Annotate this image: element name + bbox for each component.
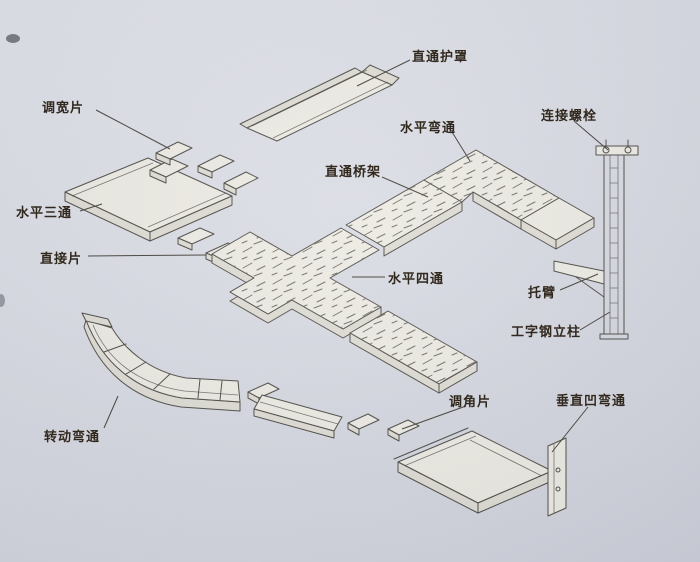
leader-lines — [79, 59, 611, 453]
leader-bracket-arm — [559, 273, 599, 291]
leader-connecting-bolt — [573, 120, 609, 151]
scan-smudge — [0, 294, 5, 307]
label-rotating-bend: 转动弯通 — [44, 430, 101, 445]
part-horizontal-cross — [211, 227, 382, 339]
leader-angle-adjust-piece — [401, 405, 467, 430]
leader-vertical-concave-bend — [551, 406, 589, 453]
leader-i-beam-column — [579, 311, 611, 331]
part-bracket-arm — [553, 260, 605, 298]
leader-straight-cover — [356, 59, 411, 87]
label-connector-piece: 直接片 — [40, 252, 83, 267]
label-width-adjust-piece: 调宽片 — [42, 101, 85, 116]
leader-connector-piece — [87, 254, 207, 257]
label-vertical-concave-bend: 垂直凹弯通 — [556, 394, 627, 409]
label-bracket-arm: 托臂 — [528, 286, 557, 301]
label-horizontal-bend: 水平弯通 — [400, 121, 457, 136]
part-connecting-bolt — [595, 139, 639, 156]
part-rotating-bend — [81, 312, 241, 412]
part-straight-cover — [239, 64, 400, 142]
part-lower-straight-tray — [349, 310, 478, 394]
label-horizontal-tee: 水平三通 — [16, 206, 73, 221]
label-horizontal-cross: 水平四通 — [388, 272, 445, 287]
part-chain-pieces — [247, 382, 420, 442]
part-straight-tray — [345, 179, 463, 257]
part-horizontal-bend — [423, 149, 560, 230]
part-bend-outlet — [520, 197, 595, 250]
scan-smudge — [6, 34, 20, 43]
label-i-beam-column: 工字钢立柱 — [511, 325, 582, 340]
leader-width-adjust-piece — [95, 109, 171, 150]
label-straight-cover: 直通护罩 — [412, 50, 469, 65]
part-horizontal-tee — [64, 157, 233, 242]
leader-rotating-bend — [103, 395, 119, 429]
label-angle-adjust-piece: 调角片 — [449, 395, 492, 410]
label-connecting-bolt: 连接螺栓 — [541, 109, 598, 124]
leader-straight-tray — [381, 176, 429, 198]
part-angle-adjust-piece — [387, 419, 420, 442]
leader-horizontal-bend — [451, 131, 471, 162]
part-vertical-concave-bend — [393, 427, 567, 517]
label-straight-tray: 直通桥架 — [325, 165, 382, 180]
leader-horizontal-tee — [79, 203, 103, 212]
part-width-adjust-pieces — [155, 141, 259, 196]
part-i-beam-column — [595, 139, 639, 340]
